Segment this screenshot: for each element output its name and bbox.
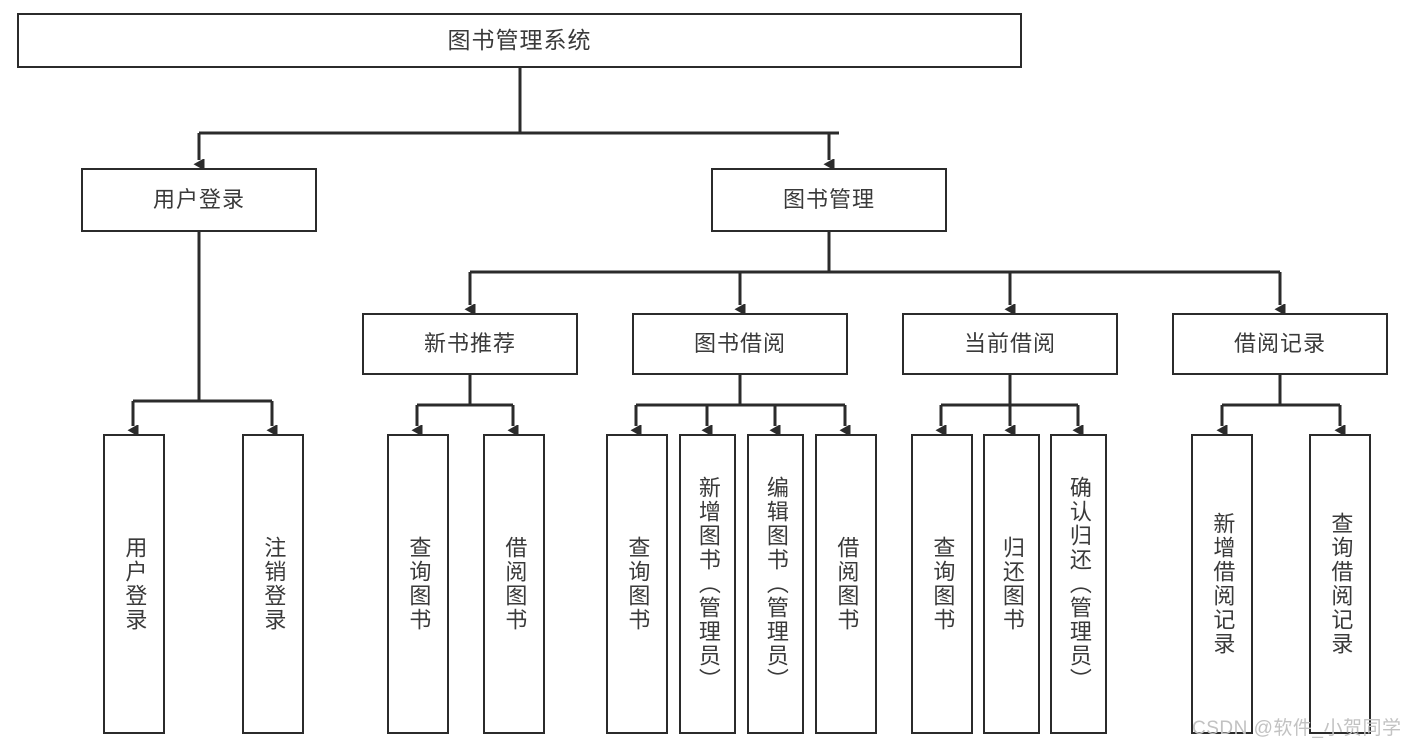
- leaf-label: 查询借阅记录: [1328, 512, 1354, 656]
- node-book-management[interactable]: 图书管理: [711, 168, 947, 232]
- leaf-label: 用户登录: [122, 536, 148, 632]
- leaf-recommend-borrow-book[interactable]: 借阅图书: [483, 434, 545, 734]
- node-label: 图书管理: [782, 187, 875, 213]
- node-label: 图书借阅: [693, 331, 786, 357]
- leaf-label: 新增图书（管理员）: [695, 476, 721, 692]
- node-label: 借阅记录: [1233, 331, 1326, 357]
- node-current-borrow[interactable]: 当前借阅: [902, 313, 1118, 375]
- node-label: 新书推荐: [423, 331, 516, 357]
- node-book-borrow[interactable]: 图书借阅: [632, 313, 848, 375]
- node-label: 当前借阅: [963, 331, 1056, 357]
- leaf-label: 编辑图书（管理员）: [763, 476, 789, 692]
- leaf-records-add-record[interactable]: 新增借阅记录: [1191, 434, 1253, 734]
- leaf-label: 借阅图书: [834, 536, 860, 632]
- leaf-label: 注销登录: [261, 536, 287, 632]
- node-user-login[interactable]: 用户登录: [81, 168, 317, 232]
- node-root-system[interactable]: 图书管理系统: [17, 13, 1022, 68]
- leaf-borrow-query-book[interactable]: 查询图书: [606, 434, 668, 734]
- leaf-recommend-query-book[interactable]: 查询图书: [387, 434, 449, 734]
- leaf-records-query-record[interactable]: 查询借阅记录: [1309, 434, 1371, 734]
- leaf-borrow-borrow-book[interactable]: 借阅图书: [815, 434, 877, 734]
- leaf-label: 确认归还（管理员）: [1066, 476, 1092, 692]
- node-new-book-recommend[interactable]: 新书推荐: [362, 313, 578, 375]
- node-label: 图书管理系统: [447, 27, 592, 54]
- leaf-user-login-logout[interactable]: 注销登录: [242, 434, 304, 734]
- leaf-current-query-book[interactable]: 查询图书: [911, 434, 973, 734]
- leaf-label: 归还图书: [999, 536, 1025, 632]
- leaf-label: 借阅图书: [502, 536, 528, 632]
- leaf-user-login-login[interactable]: 用户登录: [103, 434, 165, 734]
- leaf-label: 查询图书: [930, 536, 956, 632]
- leaf-borrow-add-book-admin[interactable]: 新增图书（管理员）: [679, 434, 736, 734]
- leaf-borrow-edit-book-admin[interactable]: 编辑图书（管理员）: [747, 434, 804, 734]
- node-label: 用户登录: [152, 187, 245, 213]
- leaf-current-return-book[interactable]: 归还图书: [983, 434, 1040, 734]
- leaf-current-confirm-return-admin[interactable]: 确认归还（管理员）: [1050, 434, 1107, 734]
- leaf-label: 新增借阅记录: [1210, 512, 1236, 656]
- leaf-label: 查询图书: [406, 536, 432, 632]
- node-borrow-records[interactable]: 借阅记录: [1172, 313, 1388, 375]
- csdn-watermark: CSDN @软件_小贺同学: [1192, 718, 1402, 739]
- leaf-label: 查询图书: [625, 536, 651, 632]
